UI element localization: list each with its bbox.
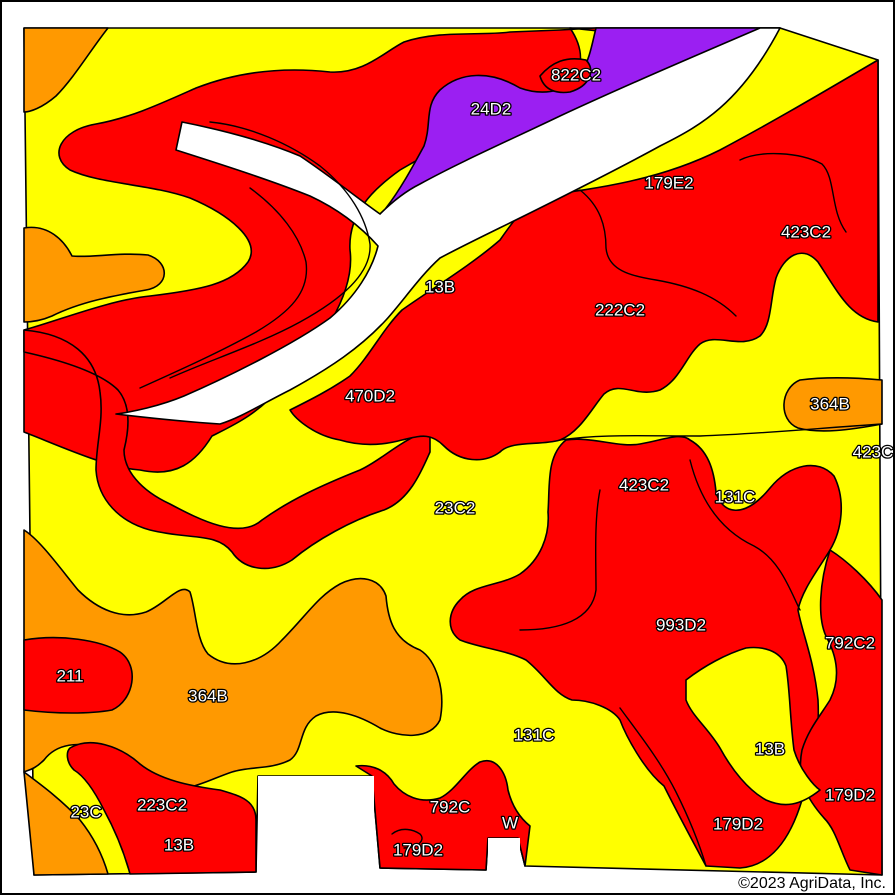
soil-label-423C-e: 423C xyxy=(853,442,894,461)
soil-line-7 xyxy=(619,707,707,867)
soil-polygon-yellow-131c xyxy=(685,646,821,806)
soil-label-24D2: 24D2 xyxy=(471,99,512,118)
soil-polygon-red-east xyxy=(799,549,883,876)
soil-label-792C: 792C xyxy=(430,797,471,816)
soil-label-131C-s: 131C xyxy=(514,725,555,744)
copyright-notice: ©2023 AgriData, Inc. xyxy=(738,875,886,892)
soil-line-8 xyxy=(559,423,883,441)
soil-polygon-orange-23c xyxy=(23,771,109,876)
soil-polygon-red-792c xyxy=(355,759,531,871)
soil-label-822C2: 822C2 xyxy=(551,65,601,84)
cutout-east xyxy=(488,838,520,874)
soil-label-792C2: 792C2 xyxy=(825,633,875,652)
soil-line-3 xyxy=(579,189,737,317)
soil-polygon-red-west xyxy=(23,329,431,570)
soil-label-131C-e: 131C xyxy=(715,487,756,506)
cutout-west xyxy=(258,776,374,876)
soil-polygon-orange-east xyxy=(783,376,883,432)
soil-label-13B-sw: 13B xyxy=(164,835,194,854)
soil-line-9 xyxy=(391,828,423,849)
soil-label-364B-w: 364B xyxy=(188,686,228,705)
soil-line-1 xyxy=(169,121,371,379)
soil-label-223C2: 223C2 xyxy=(137,795,187,814)
soil-label-13B-se: 13B xyxy=(755,739,785,758)
soil-polygon-orange-nw xyxy=(23,27,109,113)
soil-polygon-red-223c2 xyxy=(66,741,257,875)
soil-polygon-red-central xyxy=(289,59,879,461)
soil-label-23C2: 23C2 xyxy=(435,498,476,517)
soil-label-179E2: 179E2 xyxy=(644,173,693,192)
soil-label-179D2-e: 179D2 xyxy=(825,785,875,804)
soil-label-179D2-s: 179D2 xyxy=(713,814,763,833)
soil-polygon-red-211 xyxy=(23,636,133,714)
soil-label-13B-n: 13B xyxy=(425,277,455,296)
soil-labels: 822C2 24D2 179E2 423C2 13B 222C2 470D2 3… xyxy=(55,64,894,861)
road xyxy=(115,27,781,425)
soil-line-5 xyxy=(519,489,601,631)
soil-line-4 xyxy=(739,152,847,233)
soil-line-2 xyxy=(139,187,308,389)
soil-polygon-purple-ne-red xyxy=(539,58,592,94)
soil-line-6 xyxy=(689,459,801,611)
soil-label-211: 211 xyxy=(56,666,83,685)
soil-polygon-orange-west xyxy=(23,226,165,323)
soil-label-364B-e: 364B xyxy=(810,394,850,413)
soil-label-23C: 23C xyxy=(70,802,101,821)
soil-label-423C2-c: 423C2 xyxy=(619,475,669,494)
soil-label-W: W xyxy=(502,813,518,832)
soil-label-222C2: 222C2 xyxy=(595,300,645,319)
soil-label-993D2: 993D2 xyxy=(656,615,706,634)
soil-label-470D2: 470D2 xyxy=(345,386,395,405)
soil-label-179D2-b: 179D2 xyxy=(393,840,443,859)
soil-label-423C2-ne: 423C2 xyxy=(781,222,831,241)
